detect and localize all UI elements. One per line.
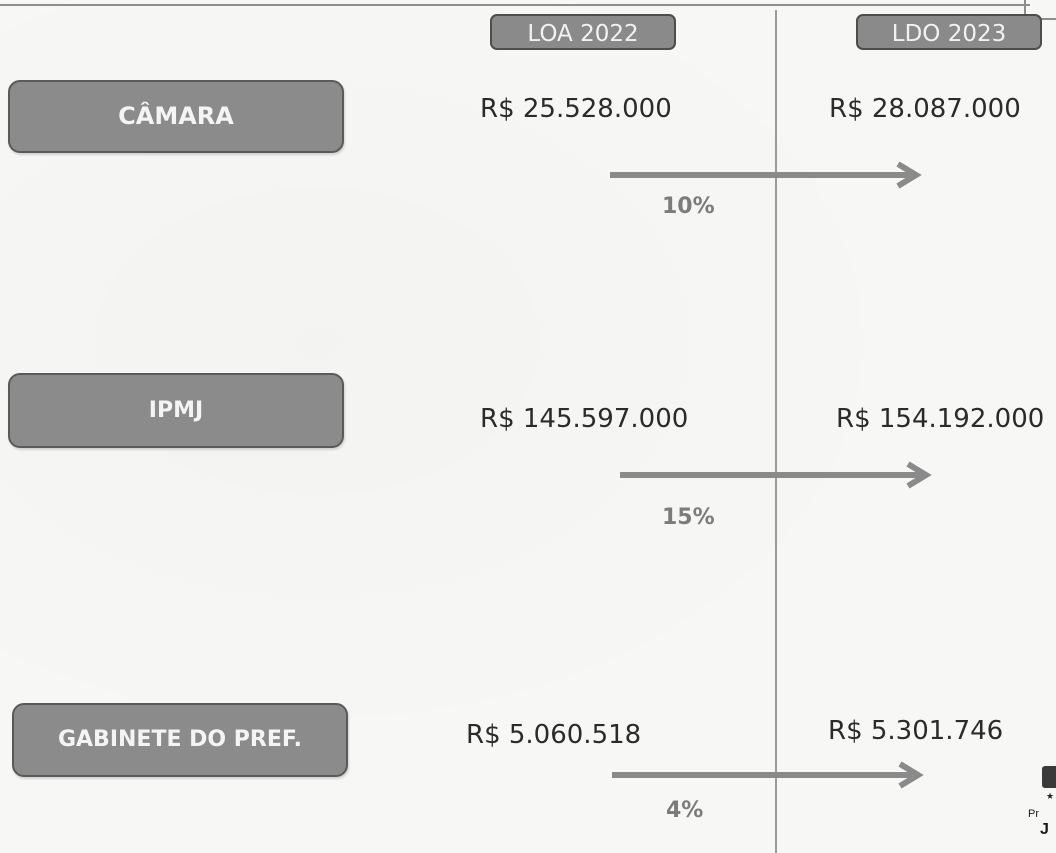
growth-percent-gabinete: 4% [666,798,704,823]
amount-ldo-camara: R$ 28.087.000 [829,94,1021,124]
logo-text-line-1: Pr [1028,808,1039,820]
amount-loa-camara: R$ 25.528.000 [480,94,672,124]
amount-ldo-ipmj: R$ 154.192.000 [836,404,1045,434]
amount-ldo-gabinete: R$ 5.301.746 [828,716,1004,746]
entity-box-ipmj: IPMJ [8,373,344,448]
growth-arrow-ipmj [620,460,940,490]
amount-loa-ipmj: R$ 145.597.000 [480,404,689,434]
coat-of-arms-icon [1042,766,1056,788]
prefeitura-logo-fragment: ★ Pr J [1020,760,1056,853]
growth-percent-ipmj: 15% [662,505,715,530]
column-label-loa-2022: LOA 2022 [490,14,676,50]
growth-arrow-camara [610,160,930,190]
star-icon: ★ [1046,792,1055,802]
entity-box-camara: CÂMARA [8,80,344,153]
growth-arrow-gabinete [612,760,932,790]
growth-percent-camara: 10% [662,194,715,219]
entity-box-gabinete-do-prefeito: GABINETE DO PREF. [12,703,348,777]
column-label-ldo-2023: LDO 2023 [856,14,1042,50]
amount-loa-gabinete: R$ 5.060.518 [466,720,642,750]
column-divider [775,10,777,853]
top-rule [0,0,1030,6]
logo-text-line-2: J [1040,821,1049,838]
